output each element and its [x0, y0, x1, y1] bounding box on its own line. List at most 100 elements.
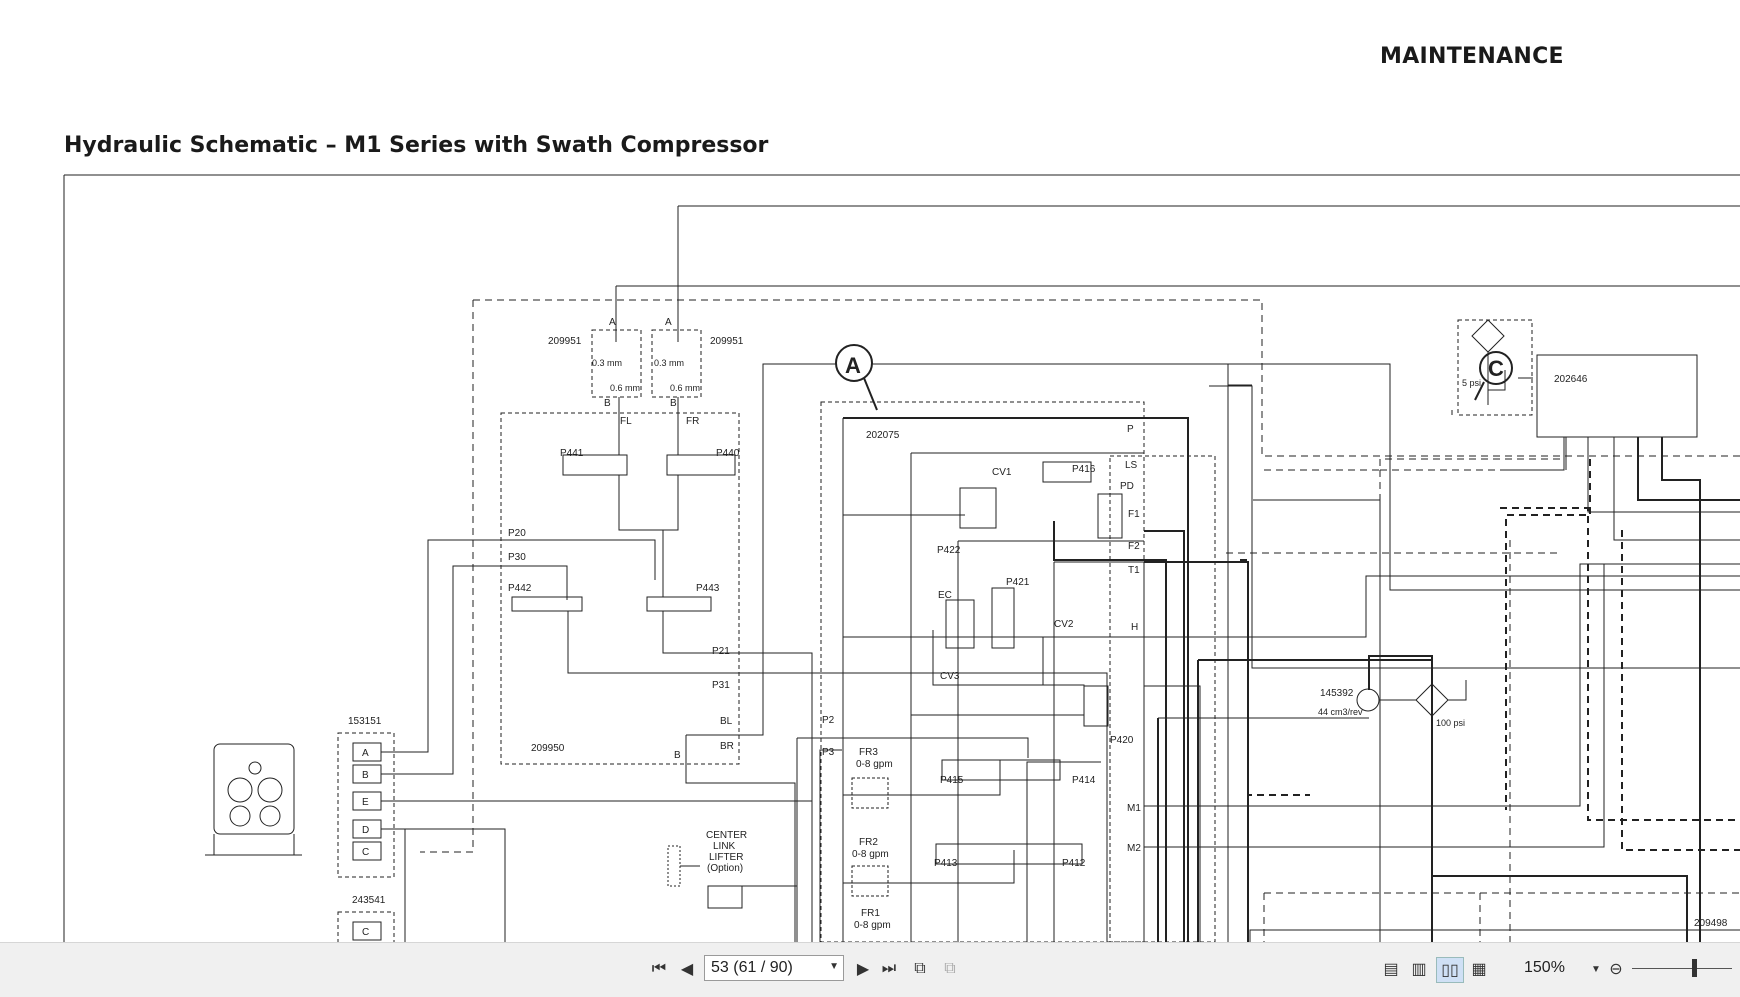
svg-text:P21: P21 — [712, 646, 730, 657]
svg-text:100 psi: 100 psi — [1436, 718, 1465, 728]
svg-text:F1: F1 — [1128, 509, 1140, 520]
svg-text:BR: BR — [720, 741, 734, 752]
svg-text:B: B — [670, 398, 677, 409]
svg-text:P416: P416 — [1072, 464, 1096, 475]
svg-text:153151: 153151 — [348, 716, 382, 727]
svg-text:FR1: FR1 — [861, 908, 880, 919]
svg-text:202646: 202646 — [1554, 374, 1588, 385]
svg-text:CV3: CV3 — [940, 671, 960, 682]
svg-text:P415: P415 — [940, 775, 964, 786]
last-page-button[interactable]: ⏭ — [878, 957, 900, 981]
svg-text:A: A — [609, 317, 616, 328]
two-page-icon: ▯▯ — [1441, 962, 1459, 979]
extract-button[interactable]: ⧉ — [938, 957, 962, 981]
zoom-slider-thumb[interactable] — [1692, 959, 1697, 977]
two-page-view-button[interactable]: ▯▯ — [1436, 957, 1464, 983]
svg-text:0.6 mm: 0.6 mm — [670, 383, 700, 393]
svg-text:P2: P2 — [822, 715, 835, 726]
svg-text:P: P — [1127, 424, 1134, 435]
svg-text:CV1: CV1 — [992, 467, 1012, 478]
svg-text:E: E — [362, 797, 369, 808]
svg-text:FL: FL — [620, 416, 632, 427]
svg-text:0-8 gpm: 0-8 gpm — [852, 849, 889, 860]
svg-text:C: C — [362, 927, 369, 938]
svg-text:P30: P30 — [508, 552, 526, 563]
svg-text:44 cm3/rev: 44 cm3/rev — [1318, 707, 1363, 717]
svg-text:0-8 gpm: 0-8 gpm — [854, 920, 891, 931]
page-rotate-icon: ⧉ — [914, 960, 926, 977]
svg-text:A: A — [665, 317, 672, 328]
next-page-icon: ▶ — [856, 961, 870, 978]
svg-text:P414: P414 — [1072, 775, 1096, 786]
zoom-slider[interactable] — [1632, 968, 1732, 969]
svg-text:5 psi: 5 psi — [1462, 378, 1481, 388]
svg-text:LS: LS — [1125, 460, 1138, 471]
svg-text:B: B — [674, 750, 681, 761]
svg-text:(Option): (Option) — [707, 863, 743, 874]
continuous-page-icon: ▥ — [1411, 961, 1427, 978]
svg-text:FR2: FR2 — [859, 837, 878, 848]
svg-text:BL: BL — [720, 716, 733, 727]
svg-text:0.3 mm: 0.3 mm — [654, 358, 684, 368]
svg-text:P420: P420 — [1110, 735, 1134, 746]
viewer-toolbar: ⏮ ◀ 53 (61 / 90) ▼ ▶ ⏭ ⧉ ⧉ ▤ ▥ ▯▯ ▦ 150%… — [0, 942, 1740, 997]
svg-text:T1: T1 — [1128, 565, 1140, 576]
continuous-view-button[interactable]: ▥ — [1408, 957, 1430, 981]
single-page-icon: ▤ — [1383, 961, 1399, 978]
two-page-continuous-icon: ▦ — [1471, 961, 1487, 978]
document-page: MAINTENANCE Hydraulic Schematic – M1 Ser… — [63, 44, 1740, 942]
chevron-down-icon: ▼ — [1591, 963, 1601, 975]
zoom-out-icon: ⊖ — [1609, 961, 1623, 978]
next-page-button[interactable]: ▶ — [852, 957, 874, 981]
two-page-continuous-view-button[interactable]: ▦ — [1468, 957, 1490, 981]
first-page-icon: ⏮ — [651, 960, 667, 977]
svg-text:P421: P421 — [1006, 577, 1030, 588]
page-number-field[interactable]: 53 (61 / 90) ▼ — [704, 955, 844, 981]
chevron-down-icon[interactable]: ▼ — [829, 961, 839, 972]
svg-text:C: C — [1488, 356, 1504, 381]
svg-text:P440: P440 — [716, 448, 740, 459]
svg-text:243541: 243541 — [352, 895, 386, 906]
last-page-icon: ⏭ — [881, 960, 897, 977]
svg-text:209498: 209498 — [1694, 918, 1728, 929]
svg-text:P442: P442 — [508, 583, 532, 594]
svg-text:M1: M1 — [1127, 803, 1141, 814]
rotate-button[interactable]: ⧉ — [908, 957, 932, 981]
zoom-out-button[interactable]: ⊖ — [1606, 957, 1626, 981]
single-page-view-button[interactable]: ▤ — [1380, 957, 1402, 981]
svg-text:B: B — [604, 398, 611, 409]
first-page-button[interactable]: ⏮ — [648, 957, 670, 981]
svg-text:P31: P31 — [712, 680, 730, 691]
svg-text:PD: PD — [1120, 481, 1134, 492]
svg-text:145392: 145392 — [1320, 688, 1354, 699]
svg-text:M2: M2 — [1127, 843, 1141, 854]
page-number-value: 53 (61 / 90) — [711, 959, 793, 976]
svg-text:P441: P441 — [560, 448, 584, 459]
page-title: Hydraulic Schematic – M1 Series with Swa… — [64, 133, 769, 158]
svg-text:P443: P443 — [696, 583, 720, 594]
svg-text:H: H — [1131, 622, 1138, 633]
svg-text:LINK: LINK — [713, 841, 736, 852]
zoom-level[interactable]: 150% — [1524, 959, 1565, 976]
svg-text:F2: F2 — [1128, 541, 1140, 552]
svg-text:A: A — [362, 748, 369, 759]
svg-text:EC: EC — [938, 590, 952, 601]
svg-text:P20: P20 — [508, 528, 526, 539]
svg-text:0.3 mm: 0.3 mm — [592, 358, 622, 368]
svg-text:0.6 mm: 0.6 mm — [610, 383, 640, 393]
svg-text:0-8 gpm: 0-8 gpm — [856, 759, 893, 770]
svg-text:D: D — [362, 825, 369, 836]
svg-text:B: B — [362, 770, 369, 781]
page-extract-icon: ⧉ — [944, 960, 956, 977]
svg-text:P422: P422 — [937, 545, 961, 556]
svg-text:P3: P3 — [822, 747, 835, 758]
svg-text:FR3: FR3 — [859, 747, 878, 758]
svg-text:CV2: CV2 — [1054, 619, 1074, 630]
zoom-dropdown-button[interactable]: ▼ — [1590, 957, 1602, 981]
previous-page-button[interactable]: ◀ — [676, 957, 698, 981]
svg-text:LIFTER: LIFTER — [709, 852, 743, 863]
svg-text:202075: 202075 — [866, 430, 900, 441]
section-header: MAINTENANCE — [1380, 44, 1564, 69]
svg-text:CENTER: CENTER — [706, 830, 747, 841]
